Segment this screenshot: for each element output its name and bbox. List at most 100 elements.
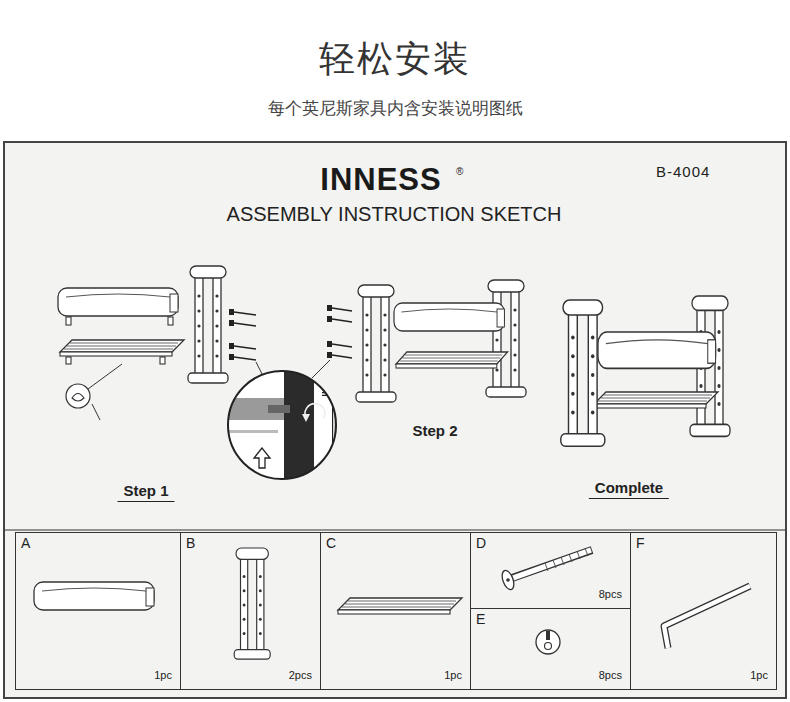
- step1-illustration: [188, 266, 228, 383]
- bolt-picture: [553, 560, 556, 568]
- step1-illustration: [229, 309, 234, 315]
- paper-sheet: [4, 142, 786, 698]
- registered-mark: ®: [456, 166, 463, 178]
- complete-illustration: [561, 296, 730, 446]
- brand-logo: INNESS: [320, 162, 441, 198]
- complete-illustration: [594, 392, 718, 408]
- step1-illustration: [88, 364, 122, 389]
- model-number: B-4004: [656, 163, 710, 180]
- step-label: Step 1: [117, 482, 174, 502]
- complete-illustration: [598, 332, 716, 368]
- detail-magnifier: [228, 371, 336, 479]
- part-letter: F: [636, 536, 645, 551]
- step1-illustration: [229, 343, 234, 349]
- step1-illustration: [168, 317, 173, 325]
- barrel-nut-picture: [536, 630, 560, 654]
- step1-illustration: [92, 404, 100, 420]
- part-quantity: 1pc: [154, 669, 172, 681]
- part-quantity: 8pcs: [599, 669, 622, 681]
- part-cell: A 1pc: [15, 532, 181, 690]
- barrel-nut-picture: [546, 631, 550, 640]
- part-quantity: 8pcs: [599, 588, 622, 600]
- step-label: Step 2: [412, 422, 457, 439]
- step2-illustration: [332, 308, 352, 311]
- step2-illustration: [332, 355, 352, 358]
- detail-magnifier: [268, 405, 290, 413]
- step1-illustration: [160, 357, 165, 364]
- part-letter: C: [326, 536, 336, 551]
- step1-illustration: [234, 323, 256, 326]
- hex-key-picture: [664, 586, 750, 648]
- step2-illustration: [332, 308, 352, 358]
- step1-illustration: [60, 340, 184, 356]
- step1-illustration: [234, 312, 256, 315]
- step2-illustration: [327, 341, 332, 347]
- part-cell: D 8pcs: [470, 532, 631, 609]
- part-letter: A: [21, 536, 30, 551]
- step1-illustration: [234, 357, 256, 360]
- step1-illustration: [66, 357, 71, 364]
- detail-magnifier: [228, 430, 278, 433]
- step2-illustration: [327, 316, 332, 322]
- part-cell: F1pc: [630, 532, 777, 690]
- step2-illustration: [327, 305, 332, 311]
- part-cell: E 8pcs: [470, 608, 631, 690]
- parts-pictures: [34, 582, 154, 610]
- bolt-picture: [512, 550, 592, 578]
- step1-illustration: [234, 312, 256, 360]
- part-letter: B: [186, 536, 195, 551]
- step-label: Complete: [589, 479, 669, 499]
- bolt-picture: [500, 569, 516, 591]
- step1-illustration: [58, 288, 178, 316]
- step2-illustration: [327, 305, 332, 358]
- bolt-picture: [513, 550, 591, 578]
- bolt-picture: [500, 548, 592, 591]
- complete-illustration: [561, 300, 605, 446]
- detail-magnifier: [254, 448, 270, 468]
- part-cell: B 2pcs: [180, 532, 321, 690]
- detail-magnifier: [302, 414, 310, 422]
- barrel-nut-picture: [536, 630, 560, 654]
- step2-illustration: [486, 280, 526, 397]
- step1-illustration: [66, 317, 173, 364]
- step2-illustration: [312, 280, 526, 402]
- bolt-picture: [561, 557, 564, 565]
- page-title: 轻松安装: [319, 38, 471, 79]
- step2-illustration: [312, 360, 330, 378]
- parts-pictures: [234, 548, 270, 659]
- bolt-picture: [506, 578, 510, 582]
- hex-key-picture: [664, 586, 750, 648]
- step2-illustration: [394, 303, 504, 331]
- step2-illustration: [396, 352, 508, 368]
- step1-illustration: [72, 394, 84, 402]
- bolt-picture: [569, 554, 572, 562]
- detail-magnifier: [226, 365, 336, 490]
- step2-illustration: [332, 344, 352, 347]
- detail-magnifier: [228, 371, 336, 479]
- table-rule: [4, 529, 786, 530]
- step2-illustration: [332, 319, 352, 322]
- step1-illustration: [58, 266, 262, 420]
- step1-illustration: [229, 354, 234, 360]
- sheet-title: ASSEMBLY INSTRUCTION SKETCH: [227, 203, 562, 226]
- hex-key-picture: [664, 586, 750, 648]
- parts-pictures: [338, 598, 462, 614]
- part-letter: E: [476, 612, 485, 627]
- step1-illustration: [66, 384, 90, 408]
- bolt-picture: [585, 548, 588, 556]
- bolt-picture: [545, 548, 588, 571]
- part-quantity: 2pcs: [289, 669, 312, 681]
- step1-illustration: [229, 320, 234, 326]
- step1-illustration: [66, 317, 71, 325]
- bolt-picture: [577, 551, 580, 559]
- bolt-picture: [545, 563, 548, 571]
- step1-illustration: [229, 309, 234, 360]
- step1-illustration: [234, 346, 256, 349]
- part-cell: C1pc: [320, 532, 471, 690]
- step1-illustration: [256, 362, 262, 374]
- subtitle: 每个英尼斯家具内含安装说明图纸: [268, 99, 523, 119]
- step2-illustration: [356, 285, 396, 402]
- part-letter: D: [476, 536, 486, 551]
- step2-illustration: [327, 352, 332, 358]
